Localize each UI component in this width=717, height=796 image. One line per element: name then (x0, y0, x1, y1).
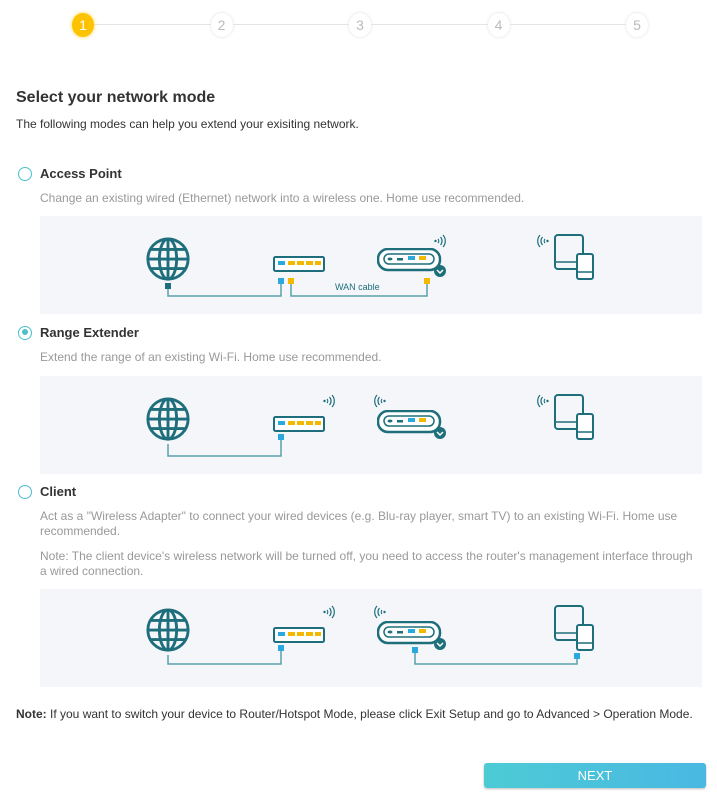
router-icon (377, 248, 447, 278)
step-2: 2 (210, 13, 233, 37)
wifi-icon (322, 605, 335, 619)
step-4: 4 (487, 13, 510, 37)
wifi-icon (433, 234, 446, 248)
wifi-icon (374, 394, 387, 408)
wifi-icon (537, 394, 550, 408)
wan-cable-label: WAN cable (335, 282, 380, 292)
setup-stepper: 1 2 3 4 5 (72, 13, 648, 37)
switch-icon (273, 416, 325, 432)
mode-range-extender-radio[interactable]: Range Extender (18, 325, 139, 340)
extender-icon (377, 410, 447, 440)
mode-label: Access Point (40, 166, 122, 181)
mode-description: Act as a "Wireless Adapter" to connect y… (40, 509, 678, 538)
radio-icon[interactable] (18, 166, 32, 181)
client-devices-icon (554, 234, 594, 280)
client-devices-icon (554, 394, 594, 440)
mode-description: Extend the range of an existing Wi-Fi. H… (40, 350, 382, 364)
range-extender-diagram (40, 376, 702, 474)
globe-icon (146, 237, 190, 281)
wifi-icon (374, 605, 387, 619)
access-point-diagram: WAN cable (40, 216, 702, 314)
step-3: 3 (349, 13, 371, 37)
client-mode-note: Note: The client device's wireless netwo… (40, 549, 693, 578)
page-subtitle: The following modes can help you extend … (16, 117, 359, 131)
note-label: Note: (16, 707, 47, 721)
wifi-icon (322, 394, 335, 408)
globe-icon (146, 608, 190, 652)
client-router-icon (377, 621, 447, 651)
mode-label: Client (40, 484, 77, 499)
globe-icon (146, 397, 190, 441)
next-button[interactable]: NEXT (484, 763, 706, 788)
radio-icon[interactable] (18, 325, 32, 340)
mode-access-point-radio[interactable]: Access Point (18, 166, 122, 181)
step-1: 1 (72, 13, 94, 37)
client-devices-icon (554, 605, 594, 651)
radio-icon[interactable] (18, 484, 32, 499)
note-text: If you want to switch your device to Rou… (46, 707, 693, 721)
mode-client-radio[interactable]: Client (18, 484, 76, 499)
switch-icon (273, 256, 325, 272)
mode-description: Change an existing wired (Ethernet) netw… (40, 191, 525, 205)
step-5: 5 (626, 13, 648, 37)
client-diagram (40, 589, 702, 687)
mode-label: Range Extender (40, 325, 139, 340)
page-title: Select your network mode (16, 89, 216, 106)
footer-note: Note: If you want to switch your device … (16, 707, 706, 722)
switch-icon (273, 627, 325, 643)
wifi-icon (537, 234, 550, 248)
